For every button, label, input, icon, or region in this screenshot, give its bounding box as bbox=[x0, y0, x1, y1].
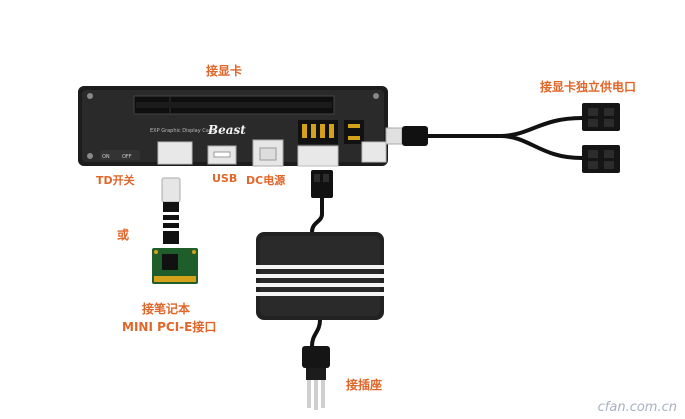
label-td-switch: TD开关 bbox=[96, 174, 135, 187]
label-socket: 接插座 bbox=[346, 378, 383, 392]
board-brand: Beast bbox=[207, 123, 246, 137]
mains-plug bbox=[302, 319, 330, 410]
gpu-power-plug-top bbox=[582, 103, 620, 131]
notebook-cable bbox=[161, 177, 181, 244]
label-power-port: 接显卡独立供电口 bbox=[540, 80, 637, 94]
dc-power-port bbox=[252, 139, 284, 167]
switch-on-text: ON bbox=[102, 154, 110, 160]
usb-port bbox=[207, 145, 237, 165]
board-right-connector bbox=[361, 141, 387, 163]
label-card: 接显卡 bbox=[206, 64, 243, 78]
hdmi-like-port bbox=[157, 141, 193, 165]
label-or: 或 bbox=[117, 228, 130, 242]
gpu-power-plug-bottom bbox=[582, 145, 620, 173]
board-subtitle: EXP Graphic Display Card bbox=[150, 128, 214, 134]
board-power-out-port bbox=[297, 145, 339, 167]
pcie-x16-slot bbox=[133, 95, 335, 115]
label-notebook-line1: 接笔记本 bbox=[142, 302, 191, 316]
gpu-power-cable bbox=[385, 116, 583, 160]
psu-output-cable bbox=[310, 170, 333, 233]
label-notebook-line2: MINI PCI-E接口 bbox=[122, 320, 217, 334]
mini-pcie-card bbox=[152, 248, 198, 284]
power-adapter-brick bbox=[256, 232, 384, 320]
label-usb: USB bbox=[212, 172, 238, 185]
board-power-header bbox=[298, 120, 364, 144]
watermark: cfan.com.cn bbox=[597, 400, 677, 415]
switch-off-text: OFF bbox=[122, 154, 132, 160]
label-dc-power: DC电源 bbox=[246, 174, 286, 187]
td-switch-port: ON OFF bbox=[100, 150, 140, 160]
